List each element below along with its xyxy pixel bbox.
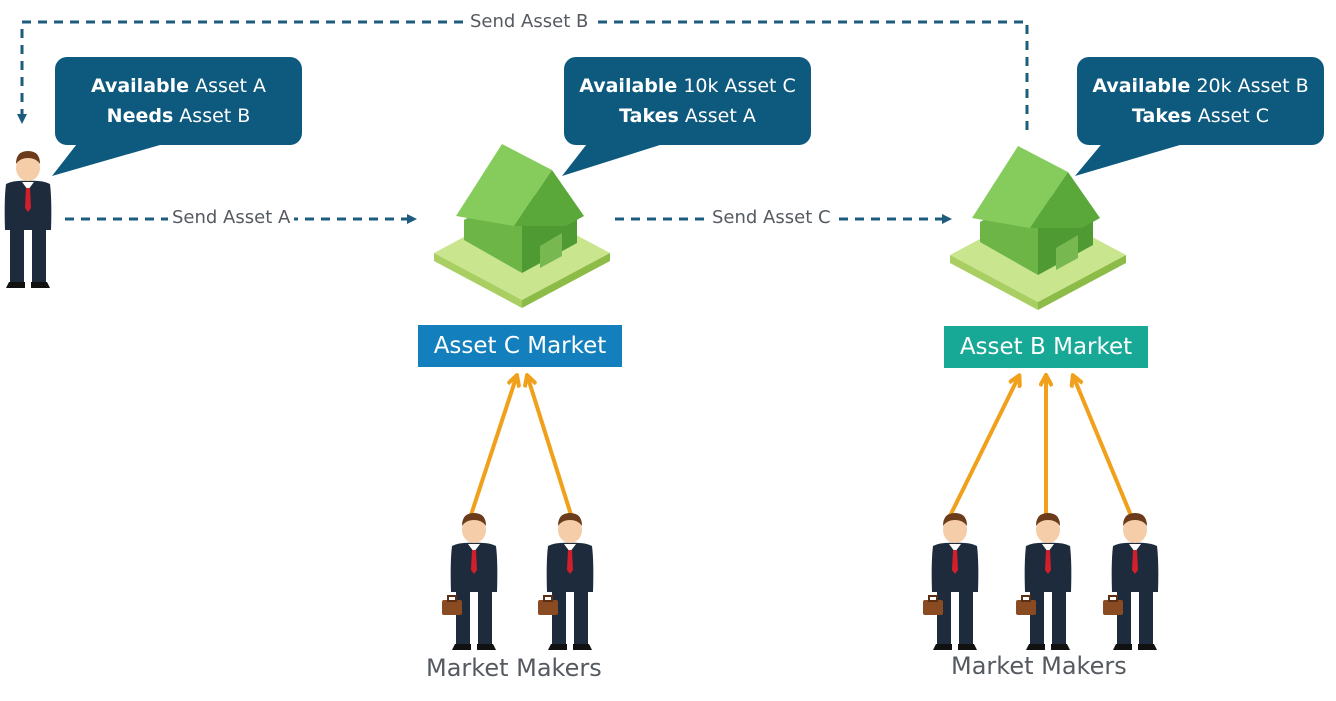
- asset-b-market-house-icon: [950, 146, 1126, 310]
- market-c-speech-bubble: Available 10k Asset C Takes Asset A: [564, 57, 811, 145]
- user-available-label: Available: [90, 75, 190, 97]
- market-maker-icon: [923, 513, 978, 650]
- send-asset-a-label: Send Asset A: [168, 207, 295, 228]
- user-bubble-tail: [52, 140, 160, 176]
- market-c-takes-label: Takes: [619, 105, 679, 127]
- maker-arrow: [468, 378, 516, 519]
- maker-arrow: [947, 378, 1018, 519]
- user-needs-value: Asset B: [173, 105, 251, 127]
- send-asset-b-label: Send Asset B: [466, 11, 593, 32]
- user-available-value: Asset A: [189, 75, 267, 97]
- market-b-takes-label: Takes: [1132, 105, 1192, 127]
- market-b-available-label: Available: [1092, 75, 1191, 97]
- market-c-takes-value: Asset A: [678, 105, 756, 127]
- market-b-speech-bubble: Available 20k Asset B Takes Asset C: [1077, 57, 1324, 145]
- market-c-available-label: Available: [579, 75, 678, 97]
- user-speech-bubble: Available Asset A Needs Asset B: [55, 57, 302, 145]
- user-person-icon: [4, 151, 52, 288]
- asset-b-market-label: Asset B Market: [944, 326, 1148, 368]
- user-needs-label: Needs: [106, 105, 174, 127]
- market-makers-caption-c: Market Makers: [426, 654, 602, 682]
- market-maker-icon: [442, 513, 497, 650]
- maker-arrow: [1074, 378, 1134, 519]
- market-maker-icon: [1103, 513, 1158, 650]
- asset-c-market-label: Asset C Market: [418, 325, 622, 367]
- send-asset-c-label: Send Asset C: [708, 207, 835, 228]
- market-c-bubble-tail: [562, 140, 660, 176]
- market-b-available-value: 20k Asset B: [1190, 75, 1309, 97]
- market-b-bubble-tail: [1075, 140, 1180, 176]
- market-b-takes-value: Asset C: [1191, 105, 1269, 127]
- market-makers-caption-b: Market Makers: [951, 652, 1127, 680]
- market-maker-icon: [538, 513, 593, 650]
- maker-arrow: [528, 378, 574, 519]
- market-c-available-value: 10k Asset C: [677, 75, 796, 97]
- market-maker-icon: [1016, 513, 1071, 650]
